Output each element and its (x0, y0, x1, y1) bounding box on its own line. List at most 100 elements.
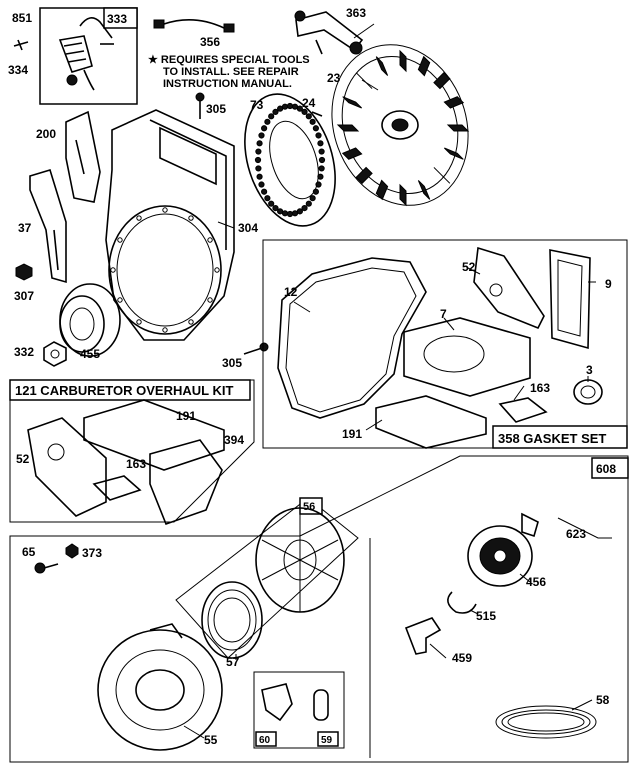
screw-65 (34, 562, 59, 574)
label-37: 37 (18, 221, 32, 235)
screen-hole (256, 173, 263, 180)
screen-hole (291, 210, 299, 217)
housing-hole (117, 237, 123, 243)
gasket-set-title: 358 GASKET SET (498, 431, 606, 446)
housing-hole (207, 237, 213, 243)
handle-box (253, 671, 345, 749)
housing-hole (188, 319, 194, 325)
crankcase-gasket-12 (277, 257, 427, 419)
label-163-set: 163 (530, 381, 550, 395)
housing-hole (207, 297, 213, 303)
label-394: 394 (224, 433, 244, 447)
label-52-kit: 52 (16, 452, 30, 466)
label-304: 304 (238, 221, 258, 235)
retainer-456 (467, 525, 533, 587)
screen-hole (255, 165, 262, 172)
carburetor-kit-title: 121 CARBURETOR OVERHAUL KIT (15, 383, 233, 398)
flywheel-fin (399, 49, 407, 73)
screen-hole (318, 148, 325, 155)
label-851: 851 (12, 11, 32, 25)
label-191-kit: 191 (176, 409, 196, 423)
callout-labels: 851 333 334 356 363 23 305 73 24 200 304… (8, 6, 616, 747)
label-12: 12 (284, 285, 298, 299)
screen-hole (254, 156, 262, 164)
note-line-2: TO INSTALL. SEE REPAIR (163, 66, 299, 78)
housing-hole (162, 327, 168, 333)
label-73: 73 (250, 98, 264, 112)
flywheel-fin (375, 179, 389, 201)
label-200: 200 (36, 127, 56, 141)
label-56: 56 (303, 501, 315, 513)
screen-hole (268, 200, 275, 207)
bracket-363 (294, 10, 364, 55)
label-23: 23 (327, 71, 341, 85)
label-7: 7 (440, 307, 447, 321)
screen-hole (318, 156, 326, 164)
housing-hole (117, 297, 123, 303)
baffle-200 (65, 110, 101, 203)
flywheel-fin (446, 124, 470, 132)
flywheel-fin (433, 71, 451, 90)
screw-623 (521, 512, 539, 538)
screen-hole (264, 195, 271, 202)
screen-hole (261, 188, 268, 195)
gasket-set-box: 358 GASKET SET (262, 239, 628, 449)
flywheel-fin (417, 180, 431, 200)
screen-hole (286, 210, 294, 218)
label-191-set: 191 (342, 427, 362, 441)
housing-hole (110, 267, 116, 273)
label-373: 373 (82, 546, 102, 560)
screen-hole (256, 140, 263, 147)
screen-hole (296, 105, 303, 112)
flywheel-fin (355, 72, 373, 89)
carburetor-kit-box: 121 CARBURETOR OVERHAUL KIT (9, 379, 255, 526)
label-55: 55 (204, 733, 218, 747)
label-163-kit: 163 (126, 457, 146, 471)
gasket-9 (549, 249, 591, 350)
starter-cup-455 (59, 283, 121, 357)
flywheel-fin (443, 147, 464, 160)
flywheel-fin (355, 166, 373, 185)
recoil-spring-57 (201, 581, 263, 659)
handle-60 (261, 683, 293, 722)
label-60: 60 (259, 735, 271, 746)
screen-hole (317, 173, 324, 180)
label-363: 363 (346, 6, 366, 20)
screen-hole (317, 140, 324, 147)
housing-hole (188, 215, 194, 221)
label-59: 59 (321, 735, 333, 746)
ground-wire-356 (153, 19, 235, 33)
label-333: 333 (107, 12, 127, 26)
clip-515 (447, 591, 477, 614)
screen-hole (268, 113, 275, 120)
flywheel-fin (341, 147, 363, 160)
screen-hole (281, 103, 289, 110)
gasket-394 (149, 439, 223, 526)
gasket-52-top (473, 246, 545, 330)
rope-58 (495, 705, 597, 739)
insert-59 (313, 689, 329, 721)
screen-hole (286, 102, 294, 110)
gasket-163-set (498, 397, 548, 423)
flywheel-23 (331, 44, 470, 207)
screen-hole (309, 118, 316, 125)
screen-hole (258, 132, 265, 139)
flywheel-fin (417, 55, 431, 77)
label-307: 307 (14, 289, 34, 303)
screen-hole (261, 125, 268, 132)
blower-housing-304 (105, 109, 235, 341)
nut-307 (15, 263, 33, 281)
label-57: 57 (226, 655, 240, 669)
gasket-163-kit (92, 475, 142, 501)
screen-hole (255, 148, 262, 155)
flywheel-fin (443, 96, 465, 109)
label-356: 356 (200, 35, 220, 49)
screen-hole (301, 108, 308, 115)
screen-hole (264, 118, 271, 125)
label-305-top: 305 (206, 102, 226, 116)
screen-hole (277, 208, 284, 215)
housing-hole (214, 267, 220, 273)
note-line-1: ★ REQUIRES SPECIAL TOOLS (148, 54, 310, 66)
screen-hole (305, 113, 312, 120)
